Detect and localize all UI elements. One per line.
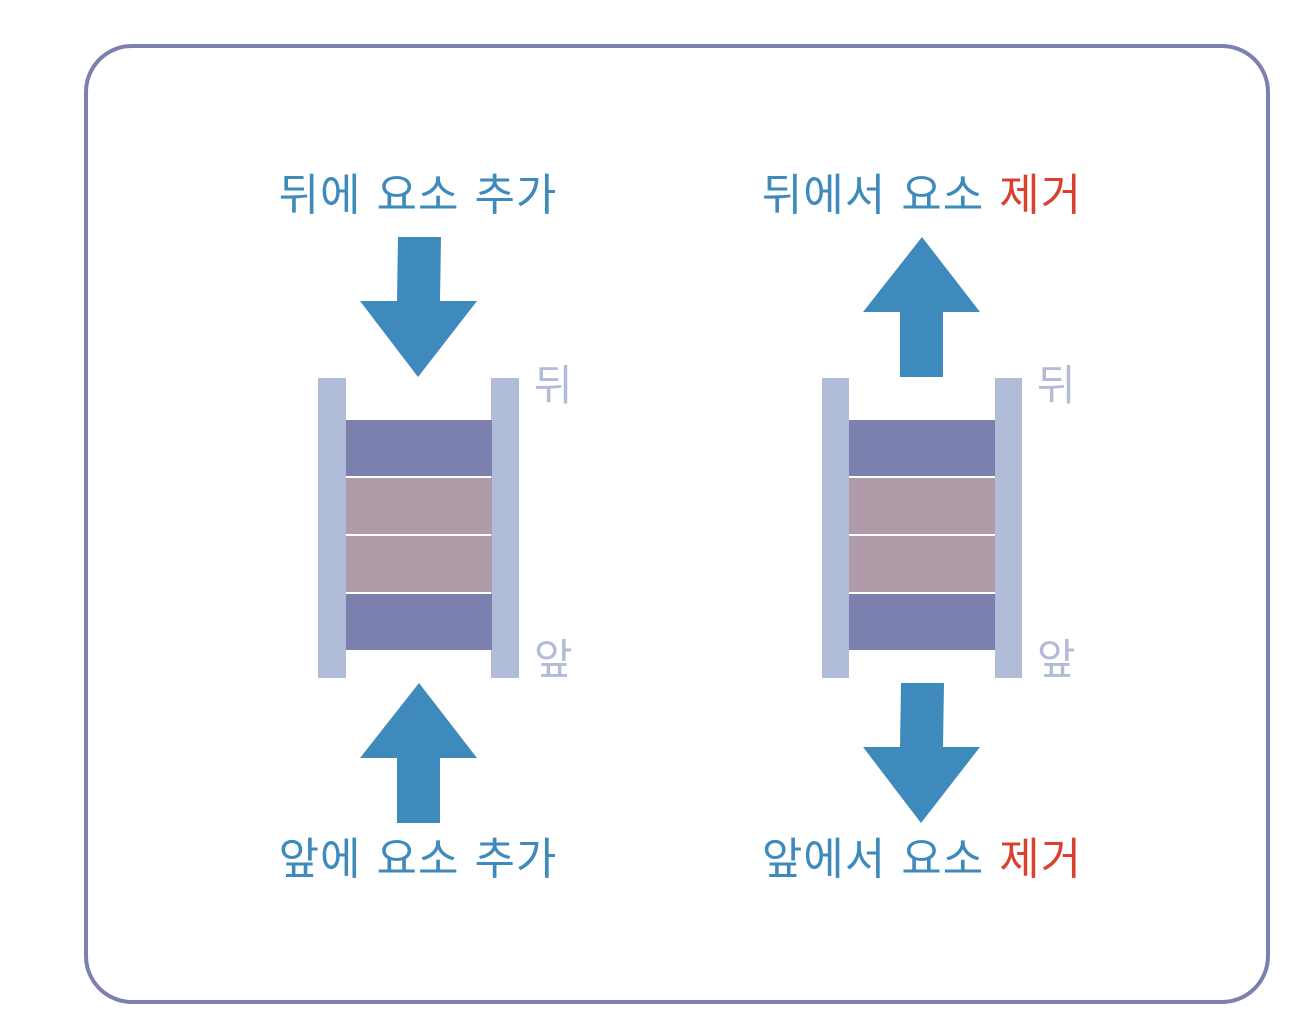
deque-element (849, 478, 995, 534)
title-prefix: 뒤에서 요소 (761, 170, 1000, 221)
down-arrow-icon (863, 683, 980, 823)
add-front-title: 앞에 요소 추가 (278, 834, 558, 885)
deque-element (346, 594, 492, 650)
deque-element (346, 478, 492, 534)
title-accent: 제거 (999, 834, 1083, 885)
rear-label: 뒤 (534, 361, 573, 410)
rear-label: 뒤 (1037, 361, 1076, 410)
deque-element (346, 536, 492, 592)
add-rear-title: 뒤에 요소 추가 (278, 170, 558, 221)
deque-element (346, 420, 492, 476)
up-arrow-icon (360, 683, 477, 823)
remove-front-title: 앞에서 요소 제거 (750, 834, 1094, 886)
front-label: 앞 (534, 635, 573, 684)
deque-left-rail (822, 378, 849, 678)
diagram-frame (84, 44, 1270, 1004)
remove-rear-title: 뒤에서 요소 제거 (750, 170, 1094, 222)
deque-element (849, 536, 995, 592)
title-prefix: 앞에서 요소 (761, 834, 1000, 885)
up-arrow-icon (863, 237, 980, 377)
deque-right-rail (995, 378, 1022, 678)
front-label: 앞 (1037, 635, 1076, 684)
title-accent: 제거 (999, 170, 1083, 221)
down-arrow-icon (360, 237, 477, 377)
deque-right-rail (491, 378, 519, 678)
deque-element (849, 420, 995, 476)
deque-element (849, 594, 995, 650)
deque-left-rail (318, 378, 346, 678)
